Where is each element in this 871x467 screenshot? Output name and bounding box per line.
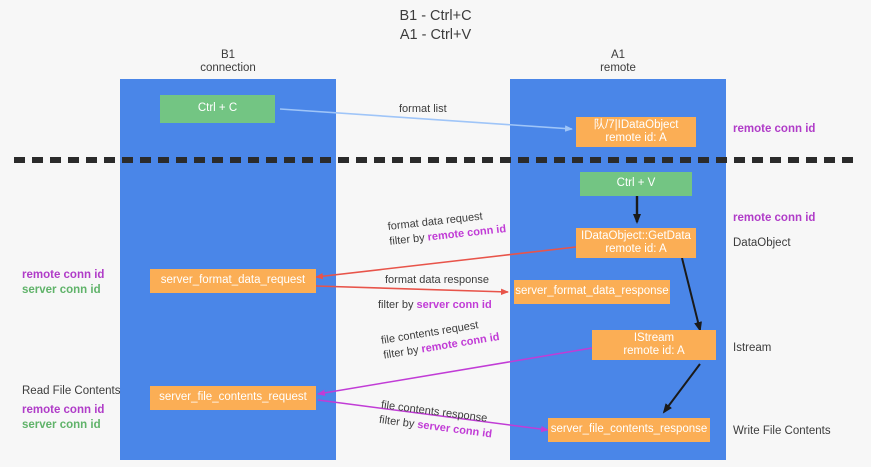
- box-istream[interactable]: IStream remote id: A: [592, 330, 716, 360]
- right-label-remote-conn-id-top: remote conn id: [733, 123, 816, 135]
- lane-header-a1: A1 remote: [510, 49, 726, 75]
- lane-header-b1-role: connection: [200, 62, 256, 74]
- page-title: B1 - Ctrl+C A1 - Ctrl+V: [0, 7, 871, 45]
- box-server-format-data-request[interactable]: server_format_data_request: [150, 269, 316, 293]
- arrow-istream-to-file-response: [662, 363, 701, 414]
- box-ctrl-c-label: Ctrl + C: [197, 102, 238, 115]
- box-ctrl-c[interactable]: Ctrl + C: [160, 95, 275, 123]
- arrow-file-contents-request: [317, 347, 593, 396]
- label-format-data-response: format data response: [385, 274, 489, 286]
- box-istream-line-2: remote id: A: [623, 345, 685, 357]
- box-idataobject-line-1: 队/7|IDataObject: [593, 118, 679, 131]
- title-line-2: A1 - Ctrl+V: [399, 27, 472, 43]
- right-label-istream: Istream: [733, 342, 772, 354]
- box-idataobject[interactable]: 队/7|IDataObject remote id: A: [576, 117, 696, 147]
- title-line-1: B1 - Ctrl+C: [399, 8, 472, 24]
- box-server-file-contents-request-label: server_file_contents_request: [159, 391, 307, 404]
- left-label-server-conn-id-mid: server conn id: [22, 283, 101, 296]
- lane-header-b1-name: B1: [220, 49, 236, 61]
- box-server-file-contents-request[interactable]: server_file_contents_request: [150, 386, 316, 410]
- box-idataobject-getdata[interactable]: IDataObject::GetData remote id: A: [576, 228, 696, 258]
- arrow-format-data-request: [315, 246, 577, 280]
- box-istream-line-1: IStream: [633, 331, 675, 344]
- box-server-format-data-response-label: server_format_data_response: [515, 285, 669, 298]
- right-label-write-file-contents: Write File Contents: [733, 425, 831, 437]
- lane-header-a1-name: A1: [610, 49, 626, 61]
- left-label-conn-ids-mid: remote conn id server conn id: [22, 268, 104, 297]
- label-format-data-response-filter-key: server conn id: [416, 299, 492, 311]
- right-label-remote-conn-id-mid: remote conn id: [733, 212, 816, 224]
- left-label-read-file-contents: Read File Contents: [22, 385, 121, 397]
- label-format-data-request-filter-prefix: filter by: [388, 231, 429, 248]
- box-ctrl-v[interactable]: Ctrl + V: [580, 172, 692, 196]
- label-format-list: format list: [399, 103, 447, 115]
- box-server-file-contents-response-label: server_file_contents_response: [550, 423, 708, 436]
- left-label-server-conn-id-low: server conn id: [22, 418, 101, 431]
- left-label-conn-ids-low: remote conn id server conn id: [22, 403, 104, 432]
- box-getdata-line-1: IDataObject::GetData: [581, 229, 691, 242]
- lane-header-a1-role: remote: [600, 62, 636, 74]
- box-getdata-line-2: remote id: A: [605, 243, 667, 255]
- label-format-data-response-filter-prefix: filter by: [378, 299, 417, 311]
- label-format-data-response-filter: filter by server conn id: [378, 297, 492, 313]
- label-file-contents-response-filter-prefix: filter by: [378, 413, 419, 431]
- box-idataobject-line-2: remote id: A: [605, 132, 667, 144]
- box-server-format-data-response[interactable]: server_format_data_response: [514, 280, 670, 304]
- arrow-getdata-to-istream: [681, 257, 702, 332]
- right-label-dataobject: DataObject: [733, 237, 791, 249]
- box-server-file-contents-response[interactable]: server_file_contents_response: [548, 418, 710, 442]
- box-server-format-data-request-label: server_format_data_request: [160, 274, 306, 287]
- arrow-format-data-response: [315, 285, 509, 295]
- left-label-remote-conn-id-low: remote conn id: [22, 404, 105, 416]
- box-ctrl-v-label: Ctrl + V: [616, 177, 656, 190]
- arrow-file-contents-response: [317, 399, 549, 433]
- arrow-format-list: [279, 108, 573, 132]
- left-label-remote-conn-id-mid: remote conn id: [22, 269, 105, 281]
- lane-header-b1: B1 connection: [120, 49, 336, 75]
